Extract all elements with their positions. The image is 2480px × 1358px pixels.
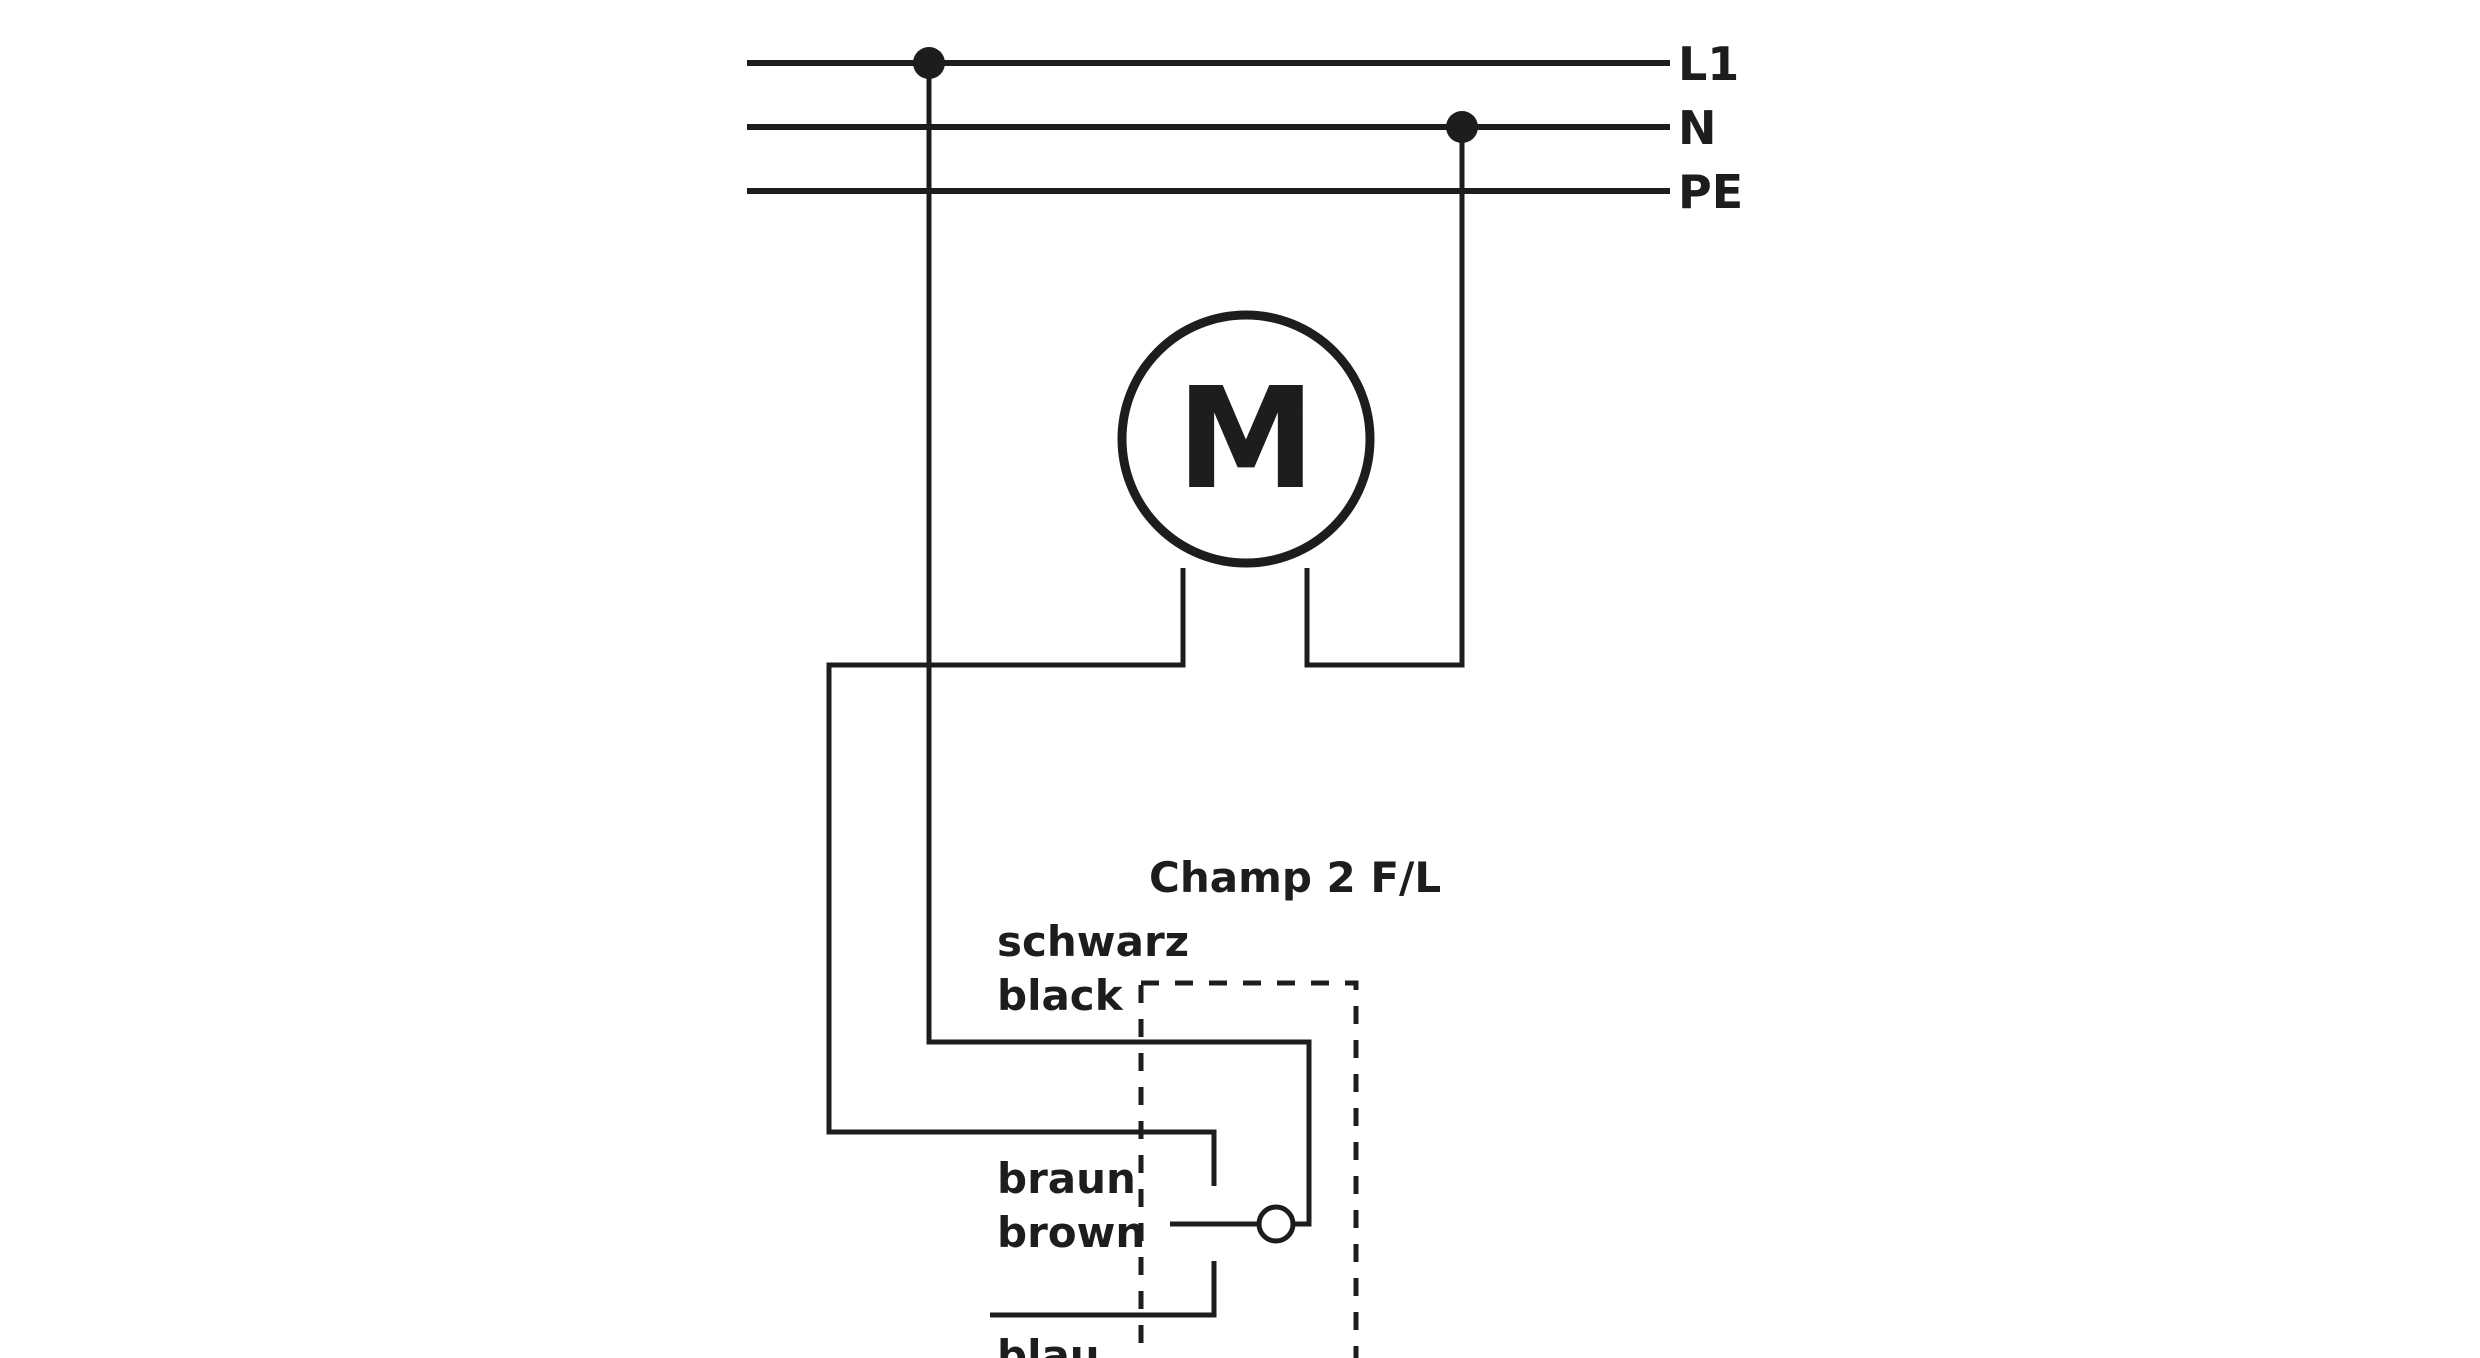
label-l1: L1: [1678, 37, 1739, 91]
device-name-label: Champ 2 F/L: [1149, 853, 1441, 902]
label-blau: blau: [997, 1331, 1100, 1358]
label-pe: PE: [1678, 165, 1743, 219]
label-schwarz: schwarz: [997, 917, 1189, 966]
label-n: N: [1678, 101, 1717, 155]
label-black: black: [997, 971, 1124, 1020]
device-enclosure: [1138, 980, 1359, 1358]
label-brown: brown: [997, 1208, 1145, 1257]
wire-blue: [990, 1261, 1217, 1318]
wire-black: [926, 63, 1312, 1227]
switch-pivot: [1256, 1204, 1296, 1244]
label-braun: braun: [997, 1154, 1136, 1203]
motor-label: M: [1176, 358, 1315, 521]
motor-circle: [1117, 310, 1375, 568]
wire-neutral: [1304, 127, 1465, 668]
wire-brown: [826, 568, 1217, 1186]
